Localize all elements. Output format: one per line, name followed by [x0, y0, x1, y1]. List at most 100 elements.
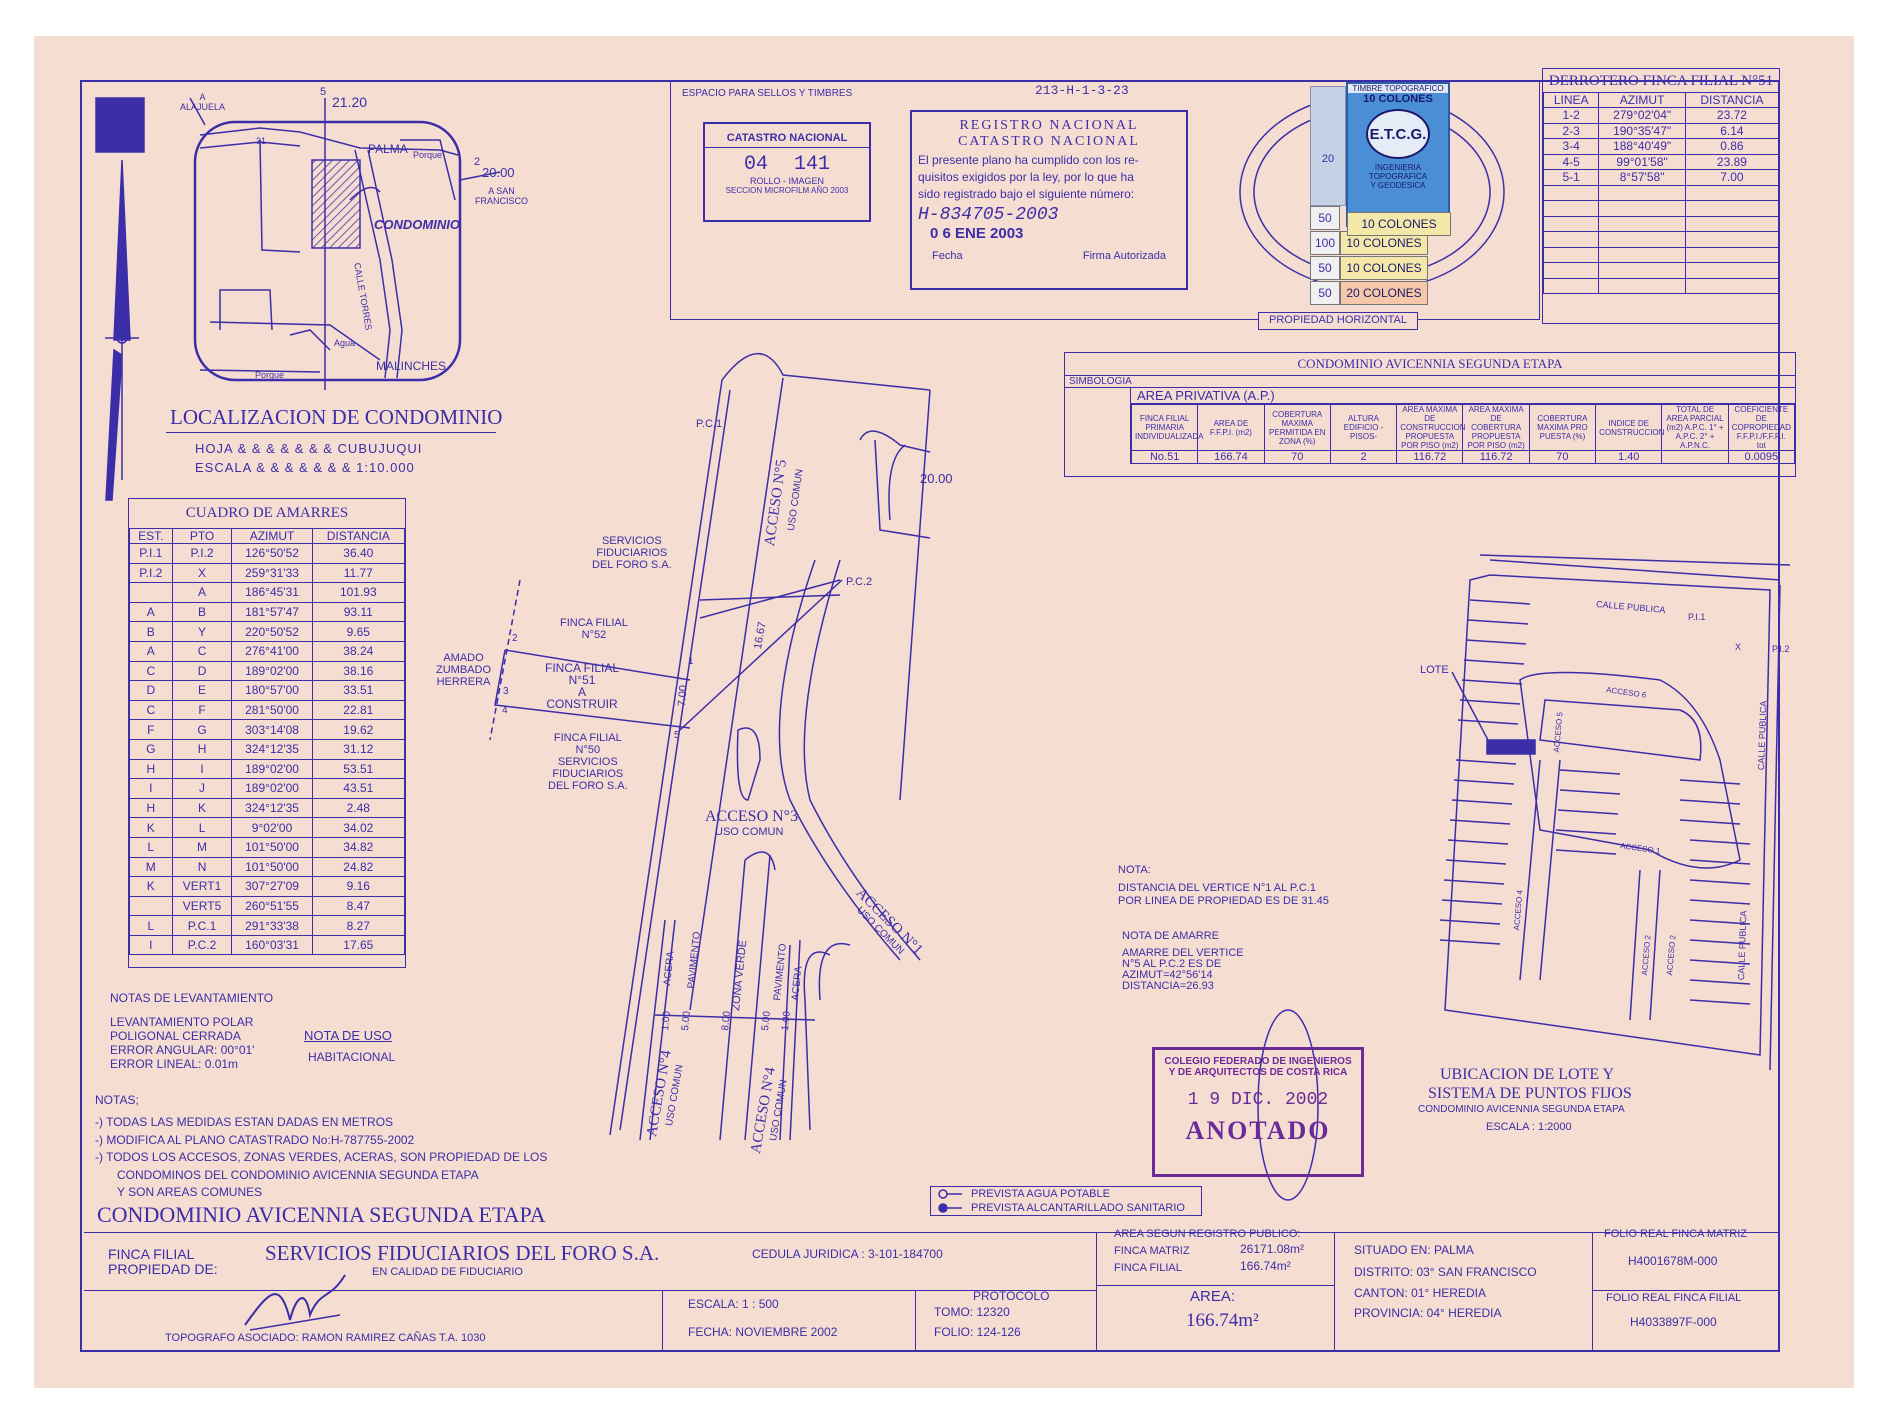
- titleblock-finca-label: FINCA FILIAL PROPIEDAD DE:: [108, 1247, 218, 1277]
- stamp-label: 10 COLONES: [1340, 256, 1428, 280]
- amarres-cell: 34.02: [311, 817, 406, 838]
- titleblock-distrito: DISTRITO: 03° SAN FRANCISCO: [1354, 1265, 1537, 1279]
- condo-header: AREA MAXIMA DE CONSTRUCCION PROPUESTA PO…: [1396, 404, 1466, 451]
- nota-title: NOTA:: [1118, 864, 1151, 876]
- amarres-cell: M: [129, 856, 173, 878]
- amarres-cell: B: [129, 621, 173, 642]
- stamp-label: 10 COLONES: [1347, 212, 1451, 236]
- amarres-cell: 181°57'47: [231, 601, 313, 623]
- titleblock-finca-matriz-value: 26171.08m²: [1240, 1242, 1305, 1256]
- amarres-cell: 8.27: [311, 915, 406, 936]
- derrotero-cell: 99°01'58": [1598, 153, 1686, 170]
- derrotero-empty-cell: [1542, 200, 1600, 217]
- amarres-cell: 189°02'00: [231, 660, 313, 682]
- titleblock-cedula: CEDULA JURIDICA : 3-101-184700: [752, 1247, 943, 1261]
- amarres-cell: 11.77: [311, 562, 406, 584]
- derrotero-empty-cell: [1684, 215, 1780, 232]
- condo-header: COBERTURA MAXIMA PERMITIDA EN ZONA (%): [1263, 404, 1331, 451]
- amarres-cell: 260°51'55: [231, 895, 313, 917]
- legend-alcantarillado: PREVISTA ALCANTARILLADO SANITARIO: [971, 1202, 1185, 1214]
- amado-line: HERRERA: [436, 676, 491, 688]
- label-route-31: 31: [256, 136, 267, 146]
- label-lote: LOTE: [1420, 664, 1449, 676]
- label-1-00-a: 1.00: [660, 1010, 673, 1032]
- amarres-cell: 101°50'00: [231, 856, 313, 878]
- titleblock-folio-matriz: H4001678M-000: [1628, 1254, 1718, 1268]
- north-letter-icon: [95, 97, 145, 153]
- registro-body-line: quisitos exigidos por la ley, por lo que…: [918, 170, 1134, 184]
- derrotero-cell: 7.00: [1684, 169, 1780, 186]
- nota-line: -) TODAS LAS MEDIDAS ESTAN DADAS EN METR…: [95, 1115, 394, 1129]
- derrotero-row: [1542, 215, 1780, 232]
- nota-line: CONDOMINOS DEL CONDOMINIO AVICENNIA SEGU…: [117, 1167, 479, 1182]
- timbre-title: TIMBRE TOPOGRAFICO: [1348, 84, 1448, 93]
- titleblock-calidad: EN CALIDAD DE FIDUCIARIO: [372, 1266, 523, 1278]
- amarre-line: AZIMUT=42°56'14: [1122, 969, 1213, 981]
- registro-date: 0 6 ENE 2003: [930, 225, 1024, 242]
- derrotero-empty-cell: [1542, 246, 1600, 263]
- amarres-cell: K: [129, 876, 173, 897]
- titleblock-finca-matriz-label: FINCA MATRIZ: [1114, 1245, 1190, 1257]
- derrotero-empty-cell: [1684, 184, 1780, 201]
- amarres-cell: [129, 582, 173, 603]
- amarres-cell: 38.16: [311, 660, 406, 682]
- amarres-cell: 101°50'00: [231, 836, 313, 858]
- amarres-cell: F: [171, 699, 233, 721]
- ubicacion-title-1: UBICACION DE LOTE Y: [1440, 1066, 1615, 1083]
- ff50-line: DEL FORO S.A.: [548, 780, 628, 792]
- derrotero-cell: 6.14: [1684, 122, 1780, 139]
- derrotero-empty-cell: [1542, 215, 1600, 232]
- derrotero-empty-cell: [1542, 277, 1600, 294]
- label-point-2: 2: [512, 633, 518, 644]
- label-2: 2: [474, 156, 481, 168]
- amarres-cell: K: [129, 817, 173, 838]
- amarres-cell: 324°12'35: [231, 738, 313, 760]
- amarres-cell: C: [129, 660, 173, 682]
- colegio-date: 1 9 DIC. 2002: [1187, 1090, 1329, 1110]
- amarres-header: EST.: [129, 528, 173, 544]
- derrotero-cell: 3-4: [1542, 138, 1600, 155]
- condo-cell: [1661, 450, 1729, 464]
- ubicacion-title-2: SISTEMA DE PUNTOS FIJOS: [1428, 1085, 1632, 1102]
- derrotero-cell: 190°35'47": [1598, 122, 1686, 139]
- simbologia-label: SIMBOLOGIA: [1065, 376, 1795, 388]
- servicios-line: DEL FORO S.A.: [592, 559, 672, 571]
- stamp-denomination: 100: [1310, 231, 1340, 255]
- ff52-line: N°52: [581, 629, 607, 641]
- condo-header: TOTAL DE AREA PARCIAL (m2) A.P.C. 1° + A…: [1661, 404, 1729, 451]
- amarres-cell: P.I.1: [129, 543, 173, 564]
- amarres-cell: 8.47: [311, 895, 406, 917]
- amarres-cell: 2.48: [311, 797, 406, 819]
- sellos-handwritten-ref: 213-H-1-3-23: [1035, 83, 1129, 98]
- titleblock-tomo: TOMO: 12320: [934, 1305, 1010, 1319]
- nota-uso-value: HABITACIONAL: [308, 1050, 396, 1064]
- levantamiento-line: POLIGONAL CERRADA: [110, 1029, 241, 1043]
- derrotero-empty-cell: [1684, 277, 1780, 294]
- amarres-cell: 291°33'38: [231, 915, 313, 936]
- label-point-3: 3: [503, 686, 509, 697]
- timbre-sub-line: Y GEODESICA: [1370, 181, 1426, 190]
- amarres-cell: P.I.2: [171, 543, 233, 564]
- amarres-cell: A: [129, 601, 173, 623]
- amarres-cell: P.I.2: [129, 562, 173, 584]
- label-pi2: P.I.2: [1772, 644, 1790, 654]
- levantamiento-line: LEVANTAMIENTO POLAR: [110, 1015, 254, 1029]
- etcg-logo-icon: E.T.C.G.: [1366, 109, 1430, 159]
- amarres-cell: A: [129, 640, 173, 662]
- legend-box: PREVISTA AGUA POTABLE PREVISTA ALCANTARI…: [930, 1186, 1202, 1216]
- derrotero-empty-cell: [1598, 200, 1686, 217]
- ff51-line: A: [578, 685, 587, 699]
- amarres-cell: 189°02'00: [231, 778, 313, 799]
- amarres-cell: 38.24: [311, 640, 406, 662]
- legend-agua-potable: PREVISTA AGUA POTABLE: [971, 1188, 1110, 1200]
- label-point-5: 5: [674, 730, 680, 741]
- amarres-cell: VERT1: [171, 876, 233, 897]
- side-stamp-value: 20: [1321, 153, 1335, 165]
- label-agua: Agua: [334, 338, 356, 348]
